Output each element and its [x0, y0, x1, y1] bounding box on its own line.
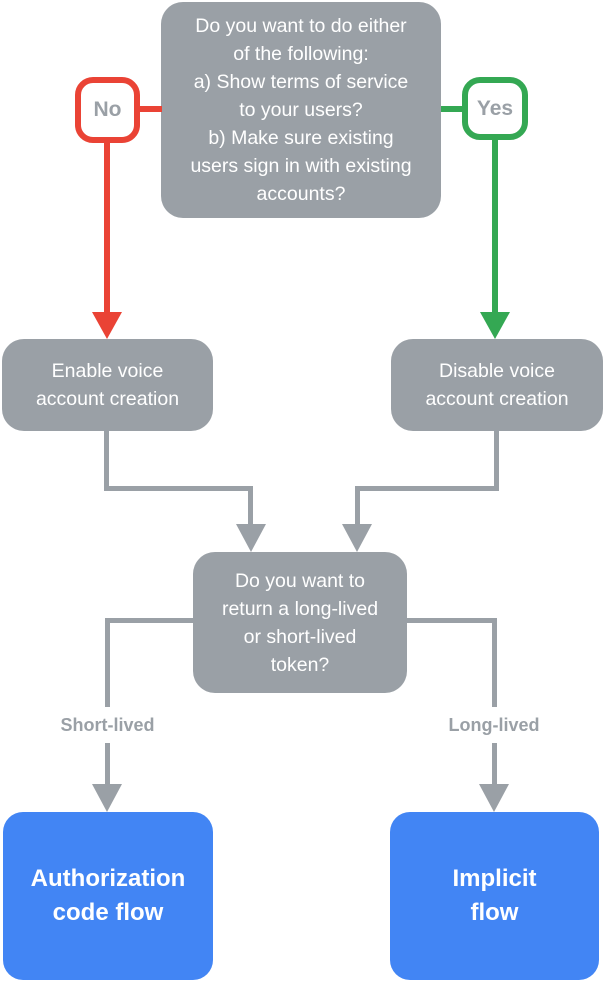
enable-voice-account-creation-box: Enable voice account creation [2, 339, 213, 431]
long-lived-edge-label: Long-lived [410, 707, 578, 743]
authorization-code-flow-box: Authorization code flow [3, 812, 213, 980]
gray-arrow-left-into-q2-icon [236, 524, 266, 552]
no-badge-label: No [93, 98, 122, 121]
disable-box-text: Disable voice account creation [425, 360, 569, 410]
short-lived-edge-label: Short-lived [23, 707, 192, 743]
disable-to-q2-line-v2 [355, 486, 360, 526]
no-branch-horizontal-line [140, 106, 162, 112]
enable-to-q2-line-v2 [248, 486, 253, 526]
gray-arrow-right-into-q2-icon [342, 524, 372, 552]
enable-to-q2-line-v1 [104, 431, 109, 491]
question-text: Do you want to do either of the followin… [190, 15, 412, 205]
implicit-box-text: Implicit flow [452, 865, 537, 926]
q2-right-exit-line-h [407, 618, 495, 623]
red-arrow-icon [92, 312, 122, 339]
q2-left-exit-line-v [105, 618, 110, 784]
question-box-token-lifetime: Do you want to return a long-lived or sh… [193, 552, 407, 693]
question-box-terms-of-service: Do you want to do either of the followin… [161, 2, 441, 218]
green-arrow-icon [480, 312, 510, 339]
disable-to-q2-line-v1 [494, 431, 499, 491]
no-branch-vertical-line [104, 141, 110, 313]
enable-box-text: Enable voice account creation [35, 360, 180, 410]
yes-branch-horizontal-line [441, 106, 462, 112]
gray-arrow-into-authorization-icon [92, 784, 122, 812]
yes-badge: Yes [462, 77, 528, 140]
no-badge: No [75, 77, 140, 143]
long-lived-text: Long-lived [448, 714, 540, 735]
disable-voice-account-creation-box: Disable voice account creation [391, 339, 603, 431]
q2-right-exit-line-v [492, 618, 497, 784]
implicit-flow-box: Implicit flow [390, 812, 599, 980]
yes-branch-vertical-line [492, 138, 498, 313]
q2-left-exit-line-h [105, 618, 193, 623]
disable-to-q2-line-h [355, 486, 499, 491]
authorization-box-text: Authorization code flow [30, 865, 186, 926]
question2-text: Do you want to return a long-lived or sh… [221, 569, 379, 676]
yes-badge-label: Yes [476, 96, 514, 120]
short-lived-text: Short-lived [60, 714, 155, 735]
enable-to-q2-line-h [104, 486, 253, 491]
gray-arrow-into-implicit-icon [479, 784, 509, 812]
